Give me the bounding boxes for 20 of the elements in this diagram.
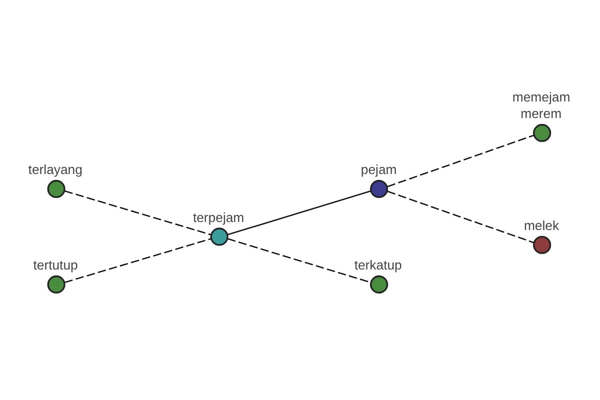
node-label: tertutup xyxy=(33,256,78,272)
node-label: terlayang xyxy=(28,161,82,176)
connector xyxy=(387,134,534,187)
connector xyxy=(387,190,534,243)
node-label: melek xyxy=(524,217,560,232)
connector xyxy=(227,190,372,235)
connector xyxy=(64,238,212,283)
node-label: terpejam xyxy=(192,209,244,224)
node-circle xyxy=(533,123,552,142)
node-circle xyxy=(47,274,66,294)
node-label: merem xyxy=(520,106,562,120)
node-label: terkatup xyxy=(354,256,402,272)
connector xyxy=(64,190,212,235)
node-circle xyxy=(370,274,388,294)
node-circle xyxy=(47,179,66,198)
node-circle xyxy=(370,179,388,198)
node-circle xyxy=(533,235,552,254)
node-circle xyxy=(210,227,228,246)
node-label: memejam xyxy=(512,89,570,104)
node-label: pejam xyxy=(360,161,397,176)
